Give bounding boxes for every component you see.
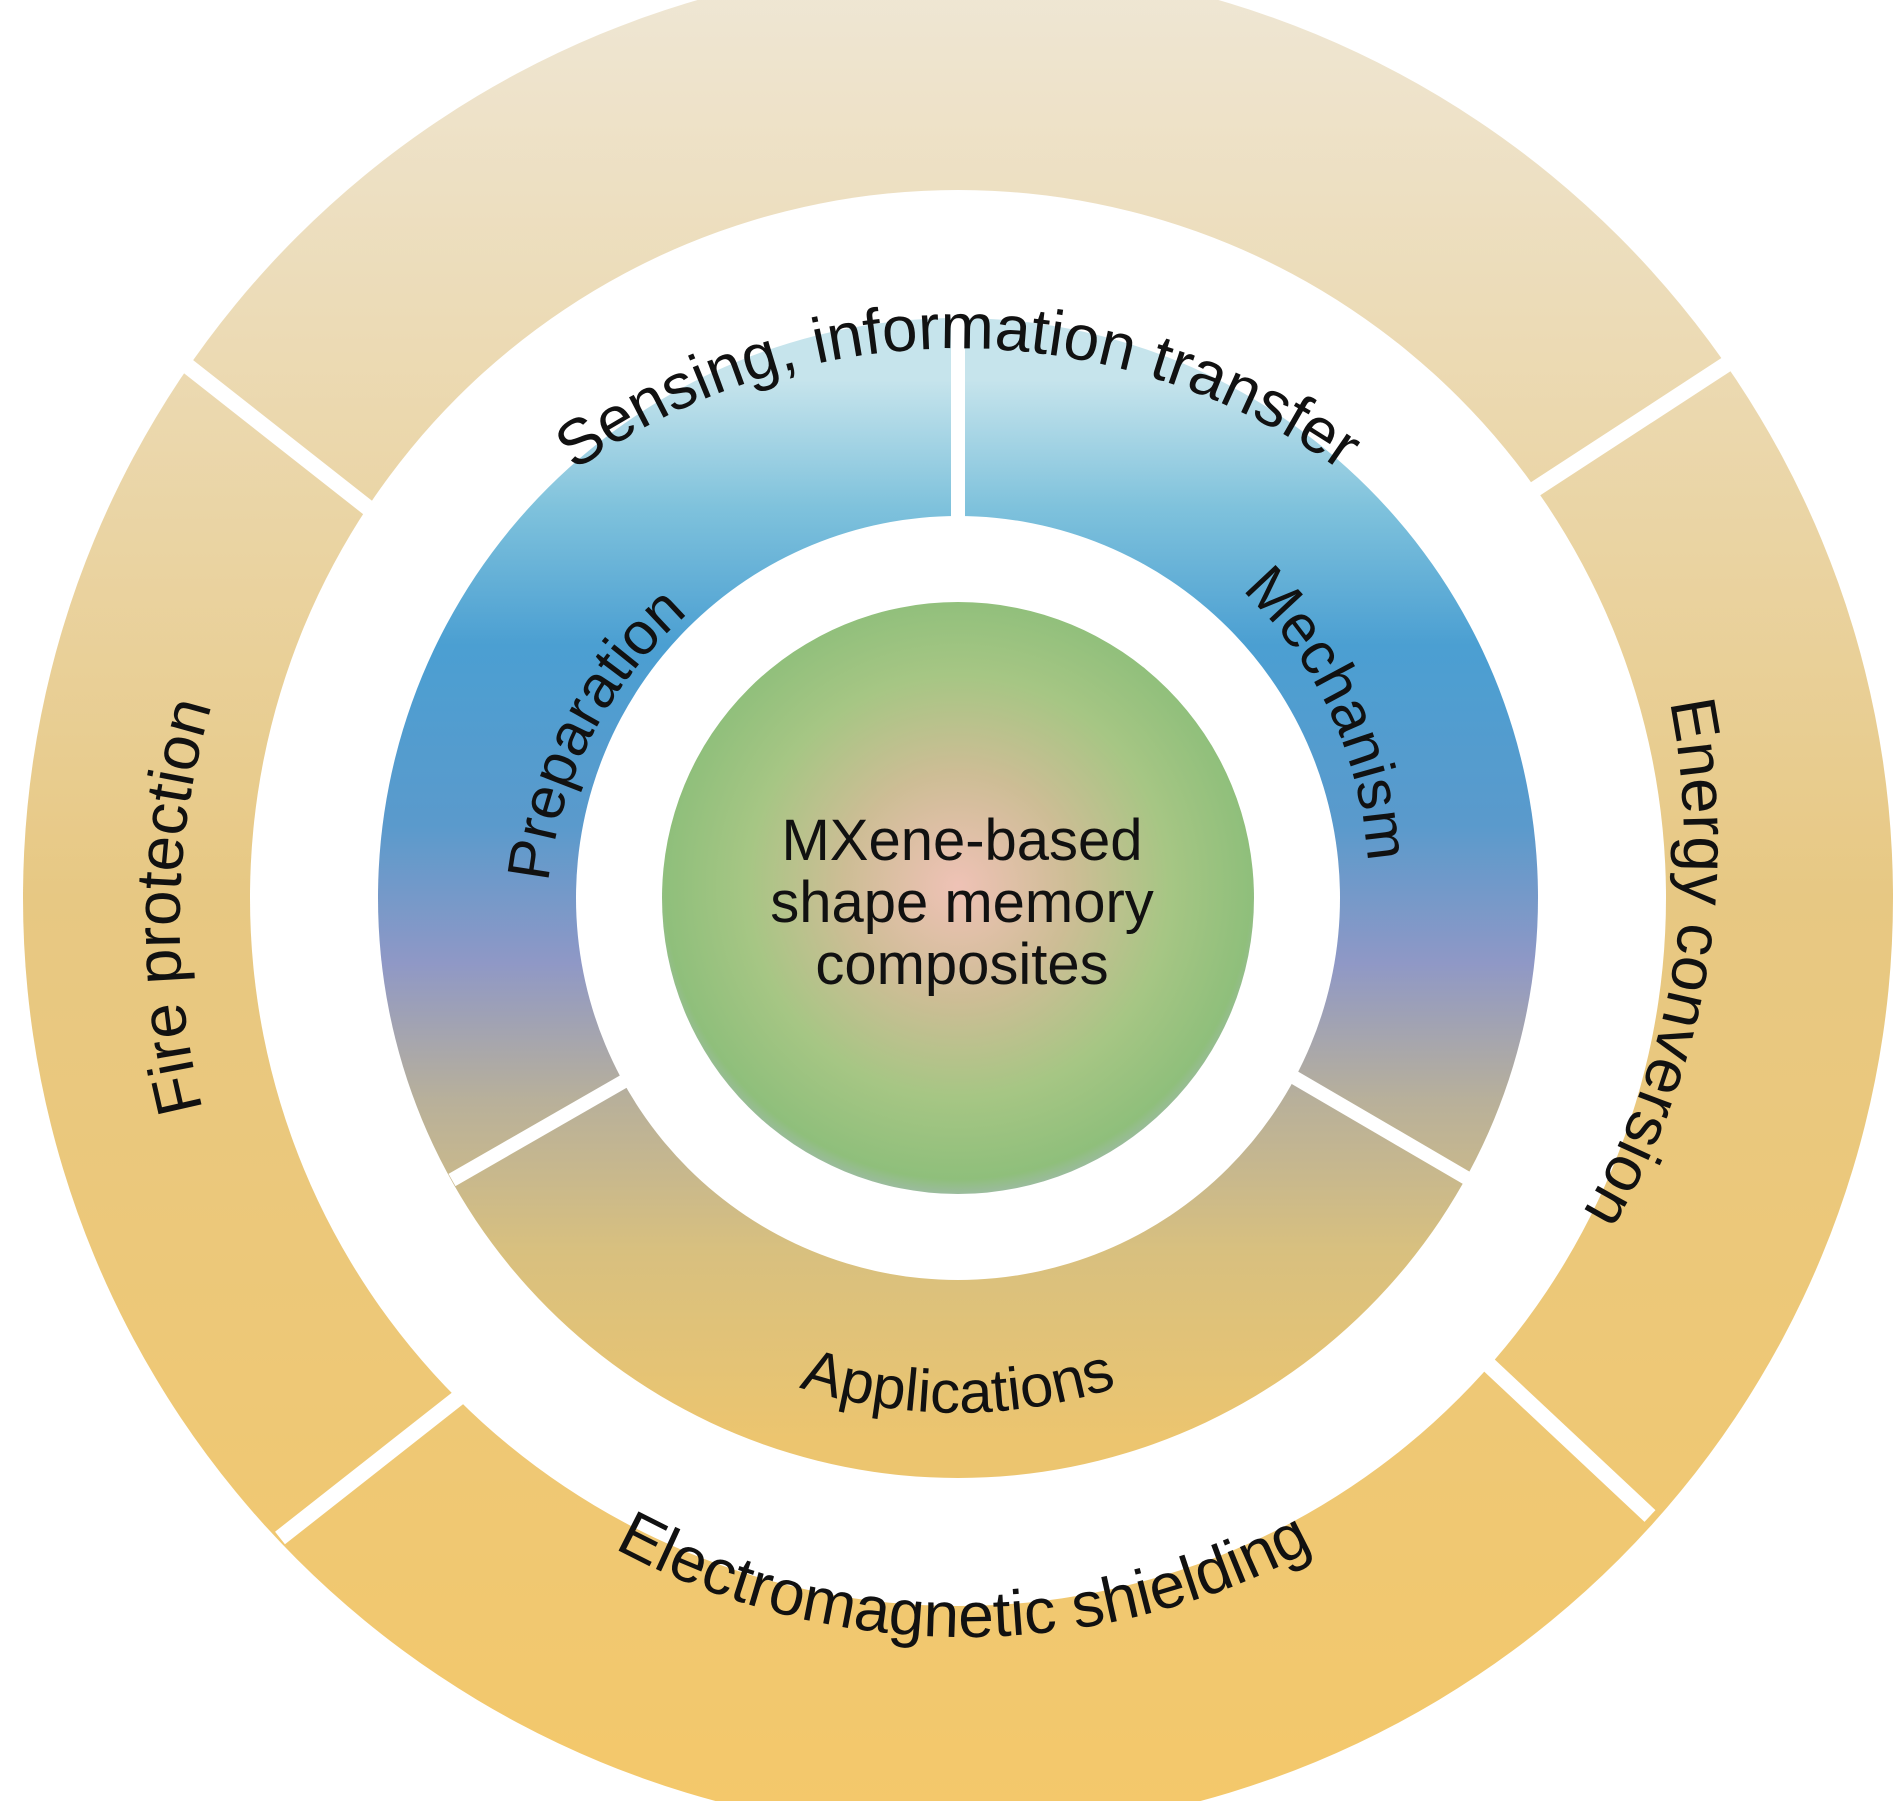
outer-dividers [170,349,1735,1545]
inner-dividers [448,300,1474,1187]
divider-outer-top-right [1495,355,1735,519]
core-title-line-1: MXene-based [781,808,1142,873]
divider-inner-right [1281,1065,1474,1187]
core-circle [662,602,1254,1194]
divider-outer-top-left [170,349,405,540]
divider-inner-left [448,1065,644,1187]
divider-outer-bottom-right [1469,1346,1656,1522]
core-title-line-2: shape memory [770,870,1154,935]
divider-outer-bottom-left [275,1380,477,1545]
core-title-line-3: composites [815,932,1108,997]
